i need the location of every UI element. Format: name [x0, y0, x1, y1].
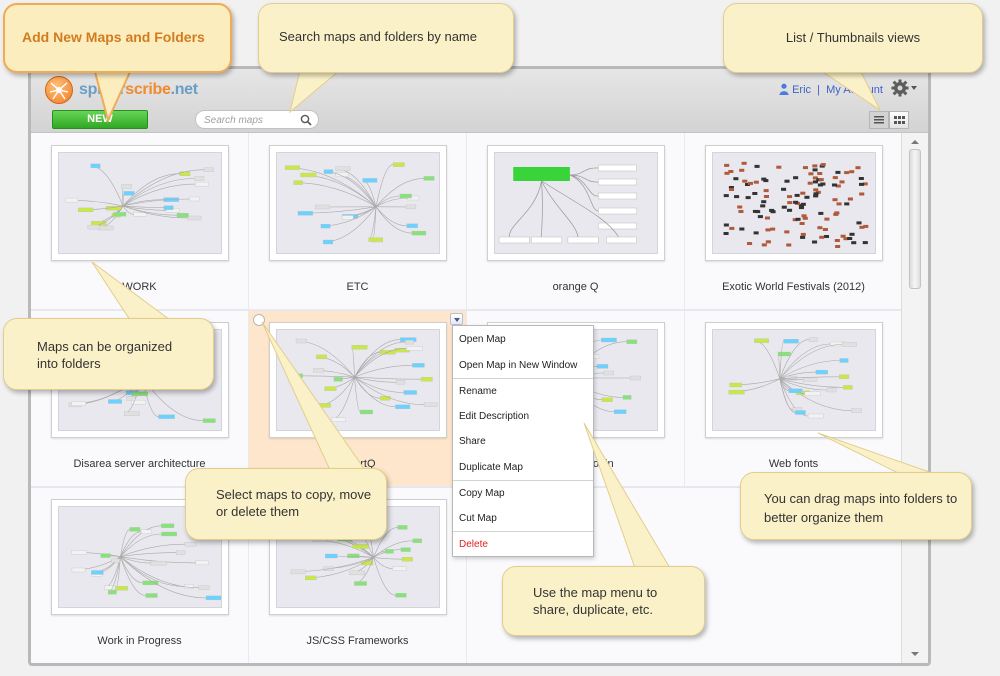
map-preview — [712, 152, 876, 254]
map-thumbnail[interactable] — [51, 145, 229, 261]
top-bar: spiderscribe.net NEW Eric | My Account — [31, 69, 928, 133]
menu-cut-map[interactable]: Cut Map — [459, 513, 497, 524]
search-icon[interactable] — [299, 113, 313, 127]
map-title[interactable]: JS/CSS Frameworks — [306, 635, 409, 647]
callout-search-text: Search maps and folders by name — [279, 29, 477, 44]
scroll-thumb[interactable] — [909, 149, 921, 289]
menu-separator — [453, 531, 593, 532]
scroll-up-icon[interactable] — [909, 137, 921, 147]
map-preview — [494, 152, 658, 254]
logo[interactable]: spiderscribe.net — [45, 76, 198, 104]
map-context-menu: Open Map Open Map in New Window Rename E… — [452, 325, 594, 557]
view-toggle — [869, 111, 909, 129]
menu-open-map[interactable]: Open Map — [459, 334, 506, 345]
callout-folders: Maps can be organized into folders — [3, 318, 214, 390]
map-title[interactable]: Web fonts — [768, 458, 819, 470]
callout-search: Search maps and folders by name — [258, 3, 514, 73]
new-button[interactable]: NEW — [52, 110, 148, 129]
thumbnail-view-icon — [893, 116, 905, 124]
callout-drag: You can drag maps into folders to better… — [740, 472, 972, 540]
account-area: Eric | My Account — [779, 83, 883, 96]
menu-separator — [453, 480, 593, 481]
callout-menu-text: Use the map menu to share, duplicate, et… — [533, 585, 658, 617]
folder-item[interactable]: WORK — [31, 133, 249, 310]
map-menu-button[interactable] — [450, 313, 463, 325]
callout-select-text: Select maps to copy, move or delete them — [216, 487, 372, 519]
map-thumbnail[interactable] — [269, 145, 447, 261]
map-title[interactable]: Work in Progress — [97, 635, 182, 647]
callout-select: Select maps to copy, move or delete them — [185, 468, 387, 540]
grid-divider — [31, 664, 904, 665]
map-item[interactable]: Exotic World Festivals (2012) — [685, 133, 903, 310]
map-preview — [276, 329, 440, 431]
grid-divider — [31, 310, 904, 311]
list-view-icon — [874, 116, 884, 124]
menu-duplicate-map[interactable]: Duplicate Map — [459, 462, 523, 473]
menu-copy-map[interactable]: Copy Map — [459, 488, 505, 499]
map-title[interactable]: Disarea server architecture — [73, 458, 206, 470]
map-thumbnail[interactable] — [705, 145, 883, 261]
folder-item[interactable]: ETC — [249, 133, 467, 310]
map-thumbnail[interactable] — [269, 322, 447, 438]
vertical-scrollbar[interactable] — [901, 133, 928, 663]
map-item[interactable]: Web fonts — [685, 310, 903, 487]
map-title[interactable]: ETC — [346, 281, 369, 293]
select-checkbox[interactable] — [253, 314, 265, 326]
scroll-down-icon[interactable] — [909, 649, 921, 659]
menu-delete[interactable]: Delete — [459, 539, 488, 550]
map-preview — [276, 152, 440, 254]
my-account-link[interactable]: My Account — [826, 84, 883, 96]
menu-separator — [453, 378, 593, 379]
user-icon — [779, 83, 789, 95]
search-input[interactable] — [204, 113, 300, 127]
map-title[interactable]: Exotic World Festivals (2012) — [722, 281, 865, 293]
menu-share[interactable]: Share — [459, 436, 486, 447]
account-user-name[interactable]: Eric — [792, 84, 812, 96]
map-item[interactable]: smartQ — [249, 310, 467, 487]
list-view-button[interactable] — [869, 111, 889, 129]
callout-add-new-text: Add New Maps and Folders — [22, 29, 205, 45]
map-item[interactable]: orange Q — [467, 133, 685, 310]
map-thumbnail[interactable] — [705, 322, 883, 438]
menu-rename[interactable]: Rename — [459, 386, 497, 397]
callout-views-text: List / Thumbnails views — [785, 30, 921, 45]
chevron-down-icon[interactable] — [911, 86, 917, 90]
callout-menu: Use the map menu to share, duplicate, et… — [502, 566, 705, 636]
map-title[interactable]: WORK — [122, 281, 157, 293]
map-thumbnail[interactable] — [487, 145, 665, 261]
map-preview — [58, 152, 222, 254]
menu-edit-description[interactable]: Edit Description — [459, 411, 530, 422]
thumbnail-view-button[interactable] — [889, 111, 909, 129]
map-preview — [712, 329, 876, 431]
spider-logo-icon — [45, 76, 73, 104]
callout-drag-text: You can drag maps into folders to better… — [764, 491, 958, 525]
callout-add-new: Add New Maps and Folders — [3, 3, 232, 73]
map-title[interactable]: orange Q — [552, 281, 599, 293]
search-box[interactable] — [195, 110, 319, 129]
menu-open-map-new-window[interactable]: Open Map in New Window — [459, 360, 578, 371]
gear-icon[interactable] — [891, 79, 909, 97]
callout-folders-text: Maps can be organized into folders — [37, 339, 173, 371]
scroll-track[interactable] — [909, 149, 921, 647]
callout-views: List / Thumbnails views — [723, 3, 983, 73]
logo-text: spiderscribe.net — [79, 81, 198, 98]
